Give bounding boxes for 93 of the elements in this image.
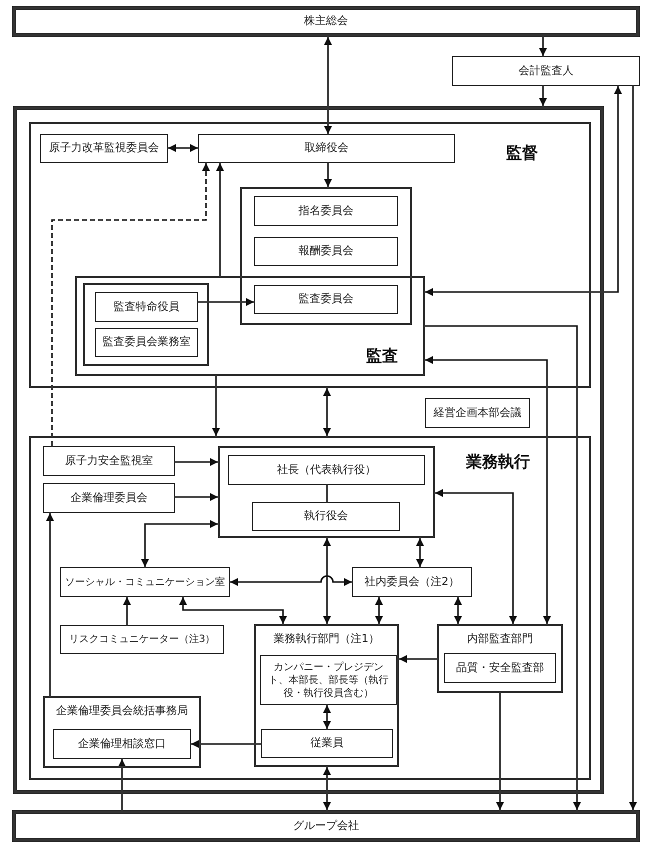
org-box: [40, 134, 168, 163]
box-label: 原子力安全監視室: [65, 454, 153, 468]
org-box: [228, 455, 425, 485]
arrow: [141, 520, 218, 567]
department-box: [43, 696, 201, 768]
box-heading: 業務執行部門（注1）: [274, 632, 380, 646]
arrow: [629, 86, 637, 810]
box-label: 取締役会: [304, 141, 348, 156]
org-box: [254, 196, 398, 226]
arrow: [425, 356, 551, 624]
arrow: [212, 376, 220, 436]
org-box: [43, 483, 175, 513]
section-heading: 監査: [366, 346, 398, 367]
arrow: [175, 458, 218, 466]
org-box: [53, 729, 191, 759]
box-label: 原子力改革監視委員会: [49, 141, 159, 156]
box-label: ソーシャル・コミュニケーション室: [65, 576, 225, 588]
arrow: [425, 325, 581, 810]
department-box: [437, 624, 563, 693]
group-frame: [83, 283, 209, 366]
arrow: [168, 144, 198, 152]
arrow: [435, 489, 517, 624]
arrow: [399, 655, 437, 663]
box-label: 執行役会: [304, 509, 348, 524]
org-box: [452, 56, 640, 86]
arrow: [496, 693, 504, 810]
box-heading: 企業倫理委員会統括事務局: [56, 704, 188, 718]
section-panel: [29, 122, 591, 388]
org-box: [425, 398, 530, 428]
arrow: [51, 163, 210, 446]
group-frame: [13, 106, 604, 794]
box-label: 報酬委員会: [298, 244, 354, 259]
arrow: [118, 759, 126, 810]
box-label: 監査委員会業務室: [102, 335, 190, 350]
arrow: [230, 575, 352, 586]
org-box: [198, 134, 455, 163]
org-box: [252, 502, 400, 531]
arrow: [191, 740, 261, 748]
box-label: 経営企画本部会議: [434, 406, 522, 420]
box-label: 監査特命役員: [114, 300, 180, 314]
section-heading: 業務執行: [466, 452, 530, 473]
arrow: [375, 597, 383, 624]
arrow: [198, 298, 254, 306]
arrow: [539, 86, 547, 106]
arrow: [323, 767, 331, 810]
arrow: [216, 163, 224, 276]
box-label: カンパニー・プレジデント、本部長、部長等（執行役・執行役員含む）: [268, 660, 390, 700]
connector-line: [326, 485, 328, 502]
arrow: [179, 597, 287, 624]
arrow: [454, 597, 462, 624]
org-box: [254, 237, 398, 266]
org-box: [60, 567, 230, 597]
org-box: [261, 729, 393, 758]
box-label: 社長（代表執行役）: [277, 462, 376, 478]
box-label: 株主総会: [304, 14, 348, 29]
section-panel: [29, 436, 591, 780]
arrow: [175, 493, 218, 501]
org-box: [260, 655, 397, 705]
arrow: [324, 37, 332, 134]
box-label: 企業倫理委員会: [70, 490, 148, 506]
org-box: [352, 567, 472, 597]
arrow: [323, 538, 331, 624]
org-box: [60, 625, 224, 654]
org-box: [444, 653, 556, 683]
org-box: [12, 810, 640, 842]
arrow: [539, 37, 547, 56]
org-box: [43, 446, 175, 476]
group-frame: [240, 187, 412, 325]
box-label: グループ会社: [293, 818, 359, 834]
arrow: [46, 513, 54, 696]
section-panel: [75, 276, 425, 376]
org-box: [254, 285, 398, 314]
box-label: 会計監査人: [518, 64, 574, 78]
section-heading: 監督: [506, 143, 538, 164]
box-label: 社内委員会（注2）: [364, 574, 460, 590]
org-box: [12, 6, 640, 37]
box-heading: 内部監査部門: [467, 632, 533, 646]
org-box: [95, 328, 198, 357]
department-box: [254, 624, 399, 767]
box-label: 企業倫理相談窓口: [78, 736, 166, 752]
arrow: [323, 705, 331, 729]
arrow: [123, 597, 131, 625]
org-box: [95, 292, 198, 322]
box-label: 品質・安全監査部: [456, 660, 544, 676]
box-label: 従業員: [310, 736, 344, 751]
arrow: [416, 538, 424, 567]
arrow: [425, 86, 622, 296]
box-label: 監査委員会: [298, 292, 354, 307]
group-frame: [218, 446, 435, 538]
box-label: 指名委員会: [298, 204, 354, 218]
box-label: リスクコミュニケーター（注3）: [68, 633, 216, 646]
arrow: [323, 388, 331, 436]
arrow: [324, 163, 332, 187]
